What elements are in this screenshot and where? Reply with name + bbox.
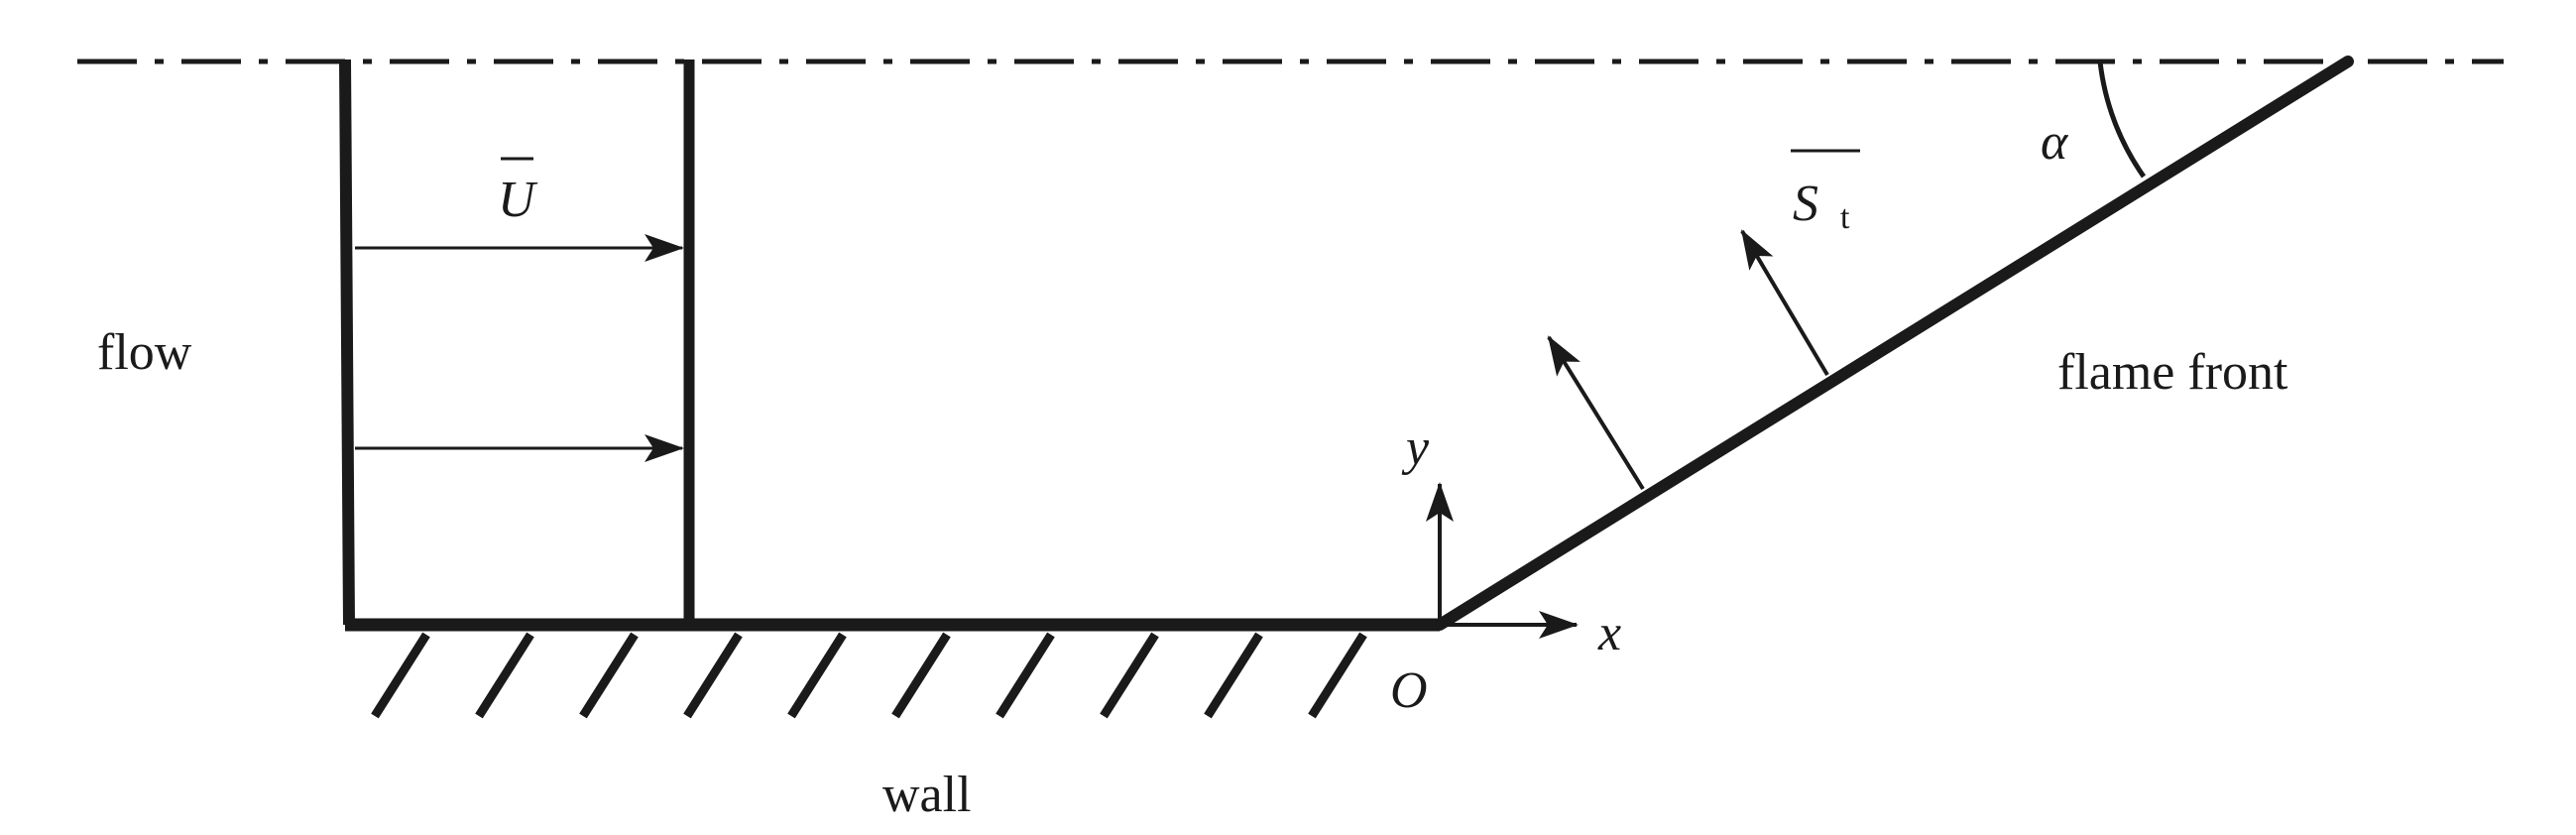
burning-velocity-symbol: S [1793,176,1818,232]
velocity-symbol: U [498,172,538,228]
flow-label: flow [97,324,192,381]
inlet-boundary-line [339,59,355,626]
angle-arc [2097,60,2147,179]
burning-velocity-arrow-lower [1547,335,1645,491]
burning-velocity-arrow-upper [1740,229,1829,377]
flame-front-label: flame front [2057,344,2288,401]
x-axis-label: x [1597,605,1621,661]
origin-label: O [1390,662,1428,719]
wall-hatching [371,632,1367,719]
burning-velocity-subscript: t [1840,199,1850,236]
angle-label: α [2041,114,2069,171]
y-axis-label: y [1401,419,1430,476]
flame-front-line [1434,56,2354,631]
wall-label: wall [882,767,972,823]
